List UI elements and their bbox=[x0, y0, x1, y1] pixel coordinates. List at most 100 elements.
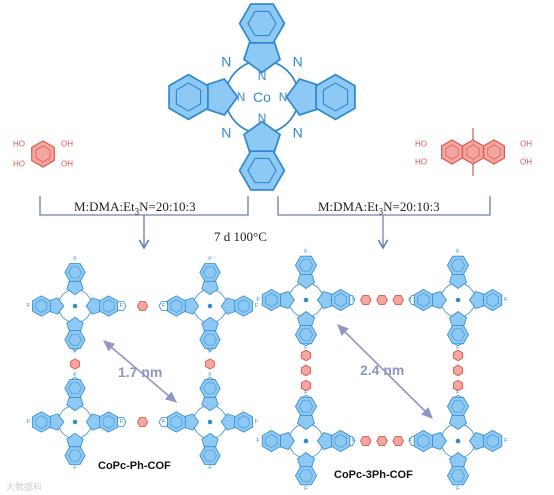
benzene-ring bbox=[413, 429, 433, 453]
aromatic-inner bbox=[247, 10, 277, 37]
hydroxyl-label: HO bbox=[415, 158, 427, 167]
pore-arrow-left bbox=[103, 340, 177, 403]
hydroxyl-label: HO bbox=[415, 140, 427, 149]
aromatic-inner bbox=[466, 144, 480, 160]
aromatic-inner bbox=[237, 415, 250, 429]
hydroxyl-label: OH bbox=[61, 140, 73, 149]
cof-phthalocyanine-node: F F F F bbox=[408, 390, 508, 492]
benzene-ring bbox=[483, 288, 503, 312]
benzene-ring bbox=[64, 379, 86, 398]
fluorine-label: F bbox=[352, 297, 356, 303]
linker-ring bbox=[136, 301, 149, 311]
fluorine-label: F bbox=[73, 373, 77, 379]
aromatic-inner bbox=[334, 434, 347, 448]
fluorine-label: F bbox=[162, 303, 166, 309]
hydroxyl-label: HO bbox=[13, 140, 25, 149]
aromatic-inner bbox=[299, 328, 313, 341]
benzene-ring bbox=[31, 140, 55, 168]
benzene-ring bbox=[315, 73, 356, 121]
aromatic-inner bbox=[170, 415, 183, 429]
aromatic-inner bbox=[417, 434, 430, 448]
fluorine-label: F bbox=[456, 249, 460, 255]
cobalt-center bbox=[207, 303, 213, 309]
fluorine-label: F bbox=[73, 465, 77, 471]
fluorine-label: F bbox=[162, 419, 166, 425]
aromatic-inner bbox=[451, 469, 465, 482]
pyrrole-nitrogen-label: N bbox=[237, 90, 246, 104]
fluorine-label: F bbox=[304, 486, 308, 492]
fluorine-label: F bbox=[304, 390, 308, 396]
benzene-ring bbox=[238, 150, 286, 191]
fluorine-label: F bbox=[352, 438, 356, 444]
cof-phthalocyanine-node: F F F F bbox=[27, 373, 124, 472]
fluorine-label: F bbox=[256, 438, 260, 444]
fluorine-label: F bbox=[208, 257, 212, 263]
aromatic-inner bbox=[35, 145, 51, 163]
linker-ring bbox=[376, 435, 388, 447]
aromatic-inner bbox=[247, 157, 277, 184]
cobalt-center bbox=[455, 438, 461, 444]
fluorine-label: F bbox=[504, 438, 508, 444]
pyrrole-nitrogen-label: N bbox=[258, 111, 267, 125]
fluorine-label: F bbox=[304, 345, 308, 351]
aromatic-inner bbox=[35, 415, 48, 429]
aromatic-inner bbox=[203, 382, 217, 395]
hydroxyl-label: OH bbox=[520, 140, 532, 149]
watermark: 大数据科 bbox=[6, 483, 43, 493]
reaction-conditions: 7 d 100°C bbox=[214, 229, 267, 244]
meso-nitrogen-label: N bbox=[221, 53, 231, 69]
benzene-ring bbox=[199, 379, 221, 398]
cof-phthalocyanine-node: F F F F bbox=[256, 390, 356, 492]
solvent-ratio-left: M:DMA:Et3N=20:10:3 bbox=[74, 199, 196, 217]
fluorine-label: F bbox=[27, 419, 31, 425]
aromatic-inner bbox=[334, 293, 347, 307]
product-name-left: CoPc-Ph-COF bbox=[98, 460, 171, 472]
fluorine-label: F bbox=[255, 303, 259, 309]
fluorine-label: F bbox=[408, 438, 412, 444]
dioxin-ring bbox=[158, 417, 170, 427]
benzene-ring bbox=[99, 295, 118, 317]
fluorine-label: F bbox=[456, 486, 460, 492]
benzene-ring bbox=[64, 446, 86, 465]
aromatic-inner bbox=[487, 144, 501, 160]
benzene-ring bbox=[32, 411, 51, 433]
aromatic-inner bbox=[265, 434, 278, 448]
benzene-ring bbox=[413, 288, 433, 312]
cobalt-center bbox=[303, 297, 309, 303]
benzene-ring bbox=[64, 330, 86, 349]
aromatic-inner bbox=[451, 400, 465, 413]
aromatic-inner bbox=[237, 299, 250, 313]
hydroxyl-label: OH bbox=[520, 158, 532, 167]
linker-ring bbox=[392, 435, 405, 447]
benzene-ring bbox=[199, 330, 221, 349]
fluorine-label: F bbox=[504, 297, 508, 303]
pyrrole-nitrogen-label: N bbox=[258, 69, 267, 83]
aromatic-inner bbox=[35, 299, 48, 313]
aromatic-inner bbox=[299, 259, 313, 272]
fluorine-label: F bbox=[456, 390, 460, 396]
meso-nitrogen-label: N bbox=[293, 125, 303, 141]
benzene-ring bbox=[446, 396, 470, 416]
linker-ring bbox=[300, 364, 312, 377]
anthracene-ring bbox=[462, 139, 484, 165]
hydroxyl-label: HO bbox=[13, 160, 25, 169]
aromatic-inner bbox=[102, 415, 115, 429]
benzene-ring bbox=[167, 295, 186, 317]
cobalt-center bbox=[72, 419, 78, 425]
aromatic-inner bbox=[68, 333, 82, 346]
fluorine-label: F bbox=[304, 249, 308, 255]
benzene-ring bbox=[446, 466, 470, 486]
aromatic-inner bbox=[203, 449, 217, 462]
fluorine-label: F bbox=[120, 419, 124, 425]
linker-ring bbox=[300, 379, 312, 392]
aromatic-inner bbox=[451, 259, 465, 272]
aromatic-inner bbox=[102, 299, 115, 313]
meso-nitrogen-label: N bbox=[293, 53, 303, 69]
fluorine-label: F bbox=[256, 297, 260, 303]
aromatic-inner bbox=[68, 266, 82, 279]
benzene-ring bbox=[294, 466, 318, 486]
